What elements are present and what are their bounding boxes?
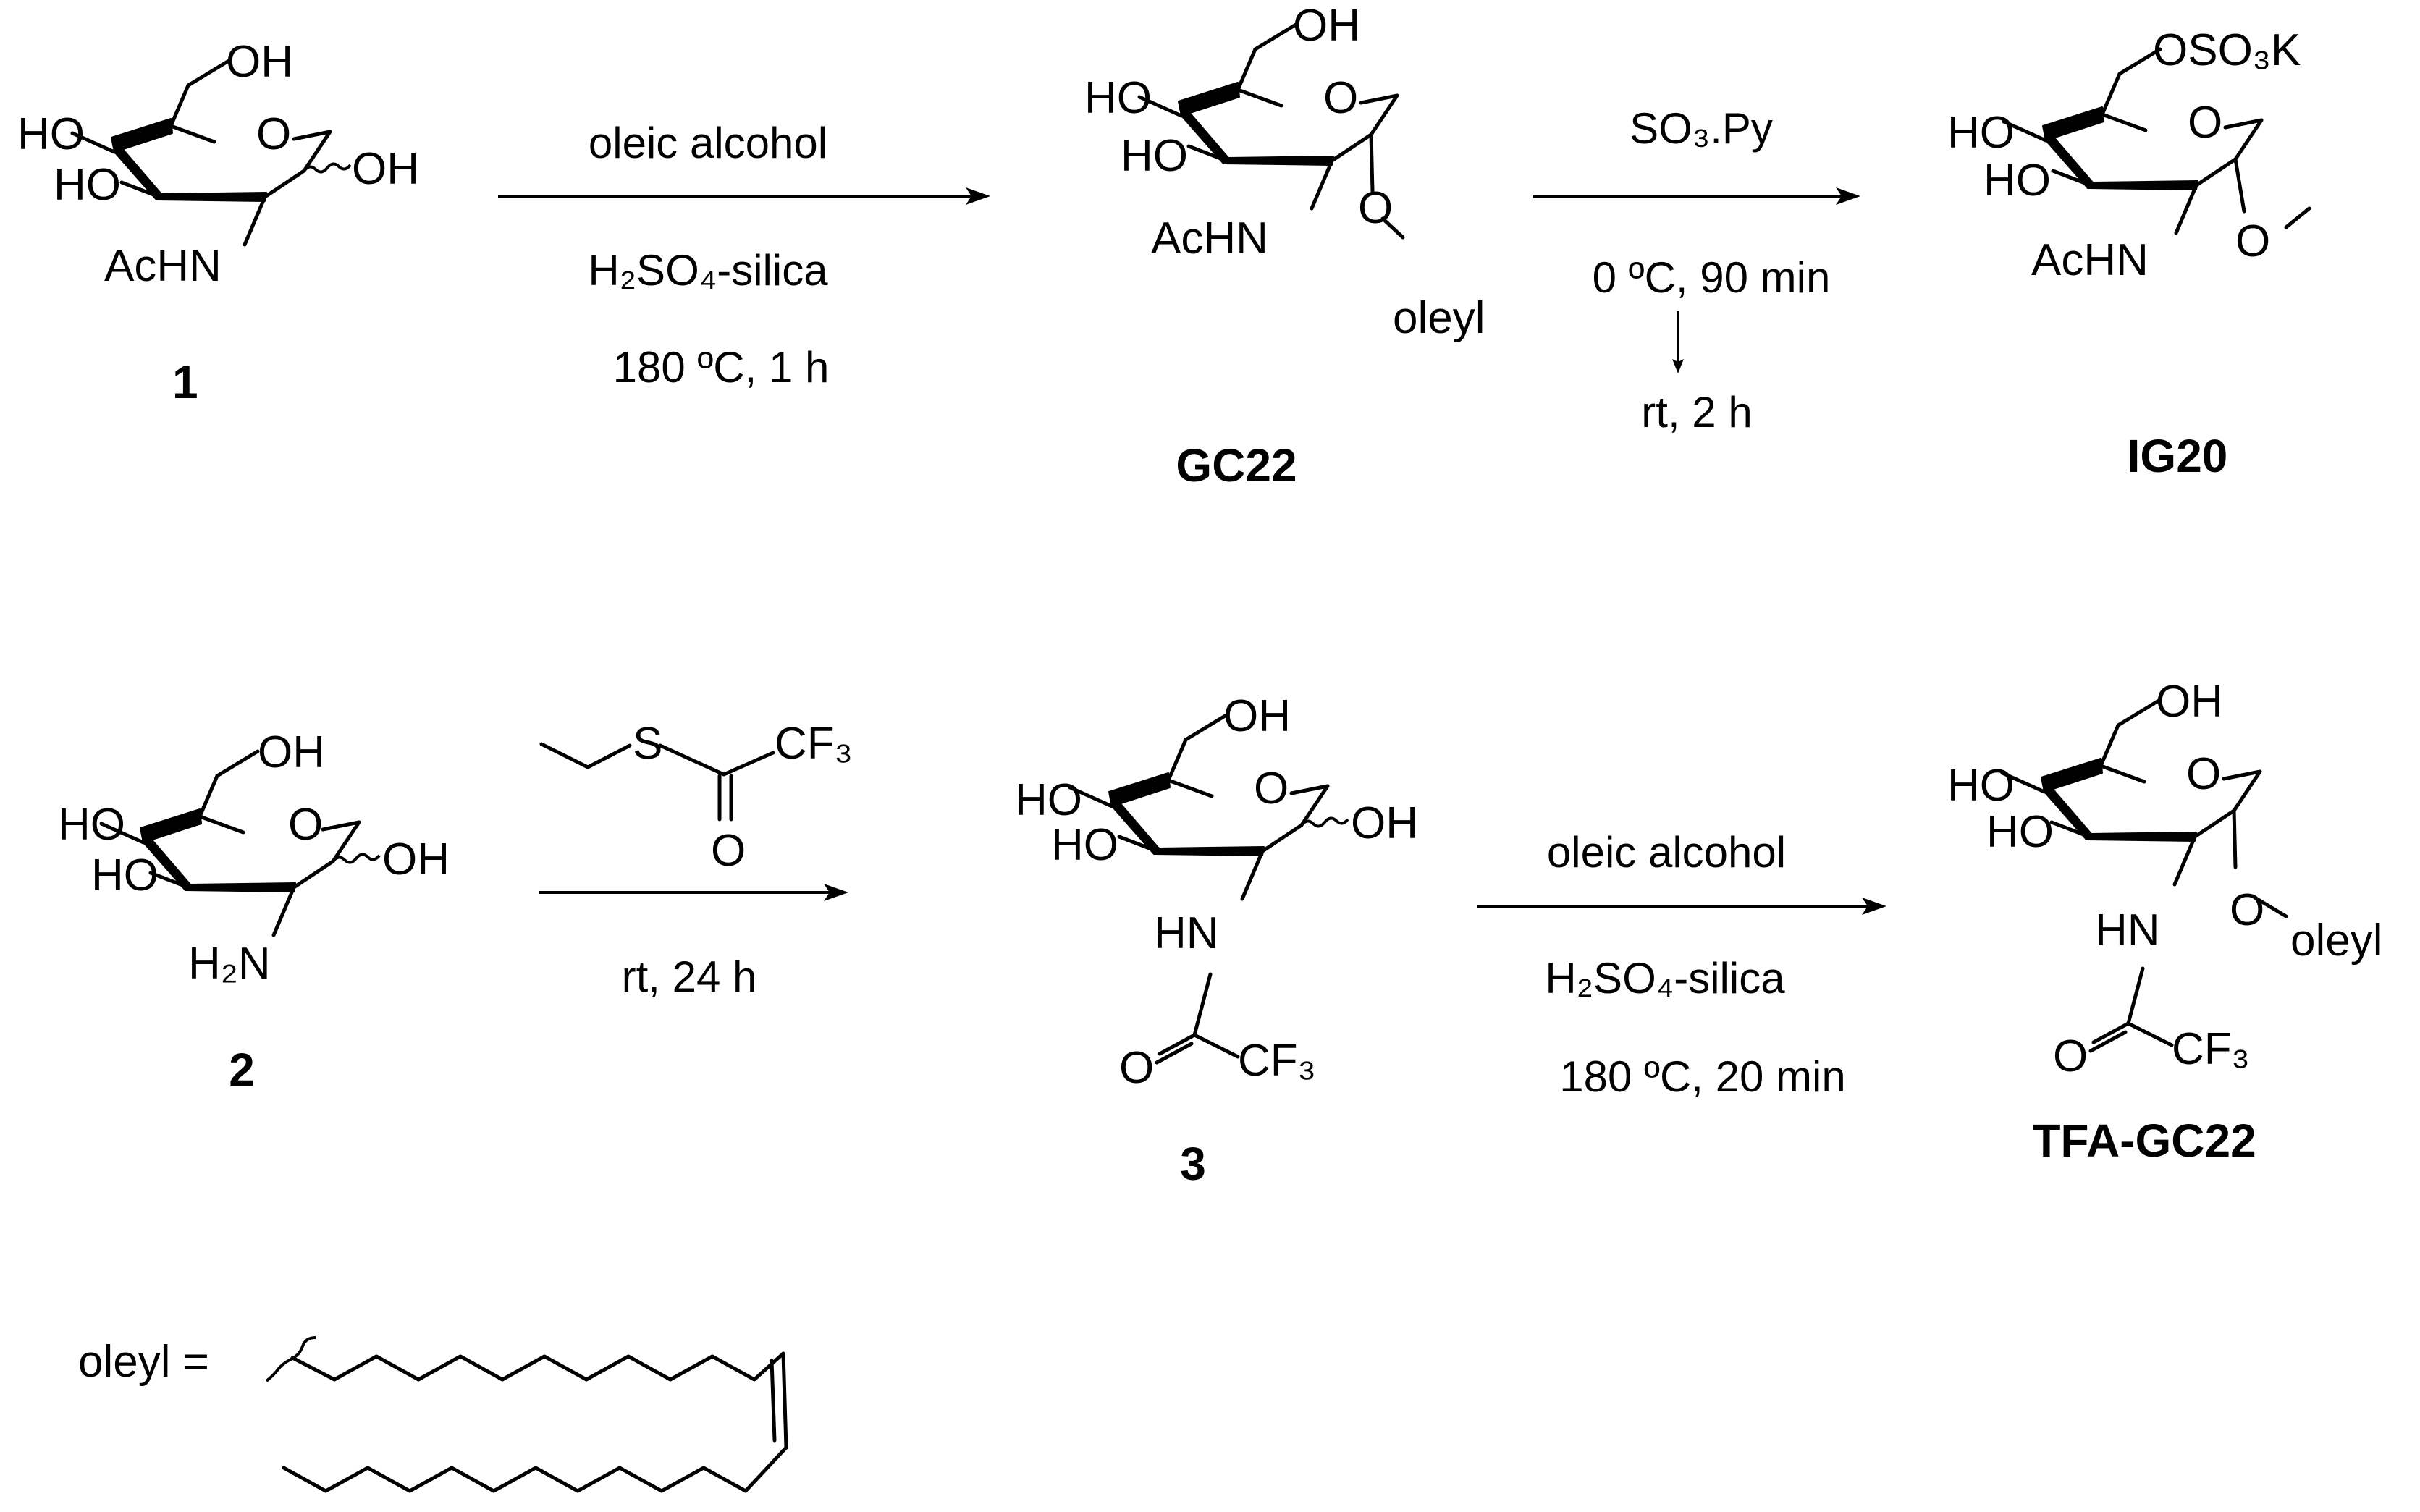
step1-catalyst: H₂SO₄-silica [588,246,828,295]
label-oh: OH [1293,1,1360,51]
label-oh: OH [2156,677,2223,727]
step4-reagent: oleic alcohol [1547,828,1786,877]
label-achn: AcHN [104,241,222,291]
label-oh: OH [352,144,419,194]
label-oh: OH [258,727,325,777]
label-ring-o: O [288,800,323,850]
step4-catalyst: H₂SO₄-silica [1545,954,1785,1002]
oleyl-definition-label: oleyl = [78,1337,209,1387]
label-oso3k: OSO₃K [2153,25,2301,75]
label-ho: HO [17,109,85,159]
compound-2-label: 2 [229,1044,255,1096]
step1-conditions: 180 ºC, 1 h [613,343,830,392]
label-ho: HO [1051,820,1118,870]
label-hn: HN [1154,908,1219,958]
label-o: O [711,826,746,876]
compound-ig20-structure: OSO₃K O HO HO O AcHN [1947,25,2311,285]
label-ring-o: O [1323,73,1358,123]
label-ho: HO [58,800,125,850]
reaction-arrow-1 [498,187,990,205]
compound-3-structure: OH O HO HO OH HN O CF₃ [1015,691,1418,1093]
label-ho: HO [91,850,159,900]
label-achn: AcHN [2031,235,2149,285]
step4-conditions: 180 ºC, 20 min [1559,1052,1845,1101]
compound-tfa-gc22-label: TFA-GC22 [2032,1115,2256,1167]
label-ring-o: O [2186,749,2221,799]
step2-reagent: SO₃.Py [1630,104,1773,153]
label-oh: OH [1351,798,1418,848]
label-ring-o: O [1254,764,1289,814]
label-o: O [2230,885,2264,935]
label-o: O [2053,1031,2088,1081]
label-s: S [633,719,662,769]
compound-3-label: 3 [1180,1138,1206,1190]
label-o: O [1119,1043,1154,1093]
compound-2-structure: OH O HO HO OH H₂N [58,727,450,989]
label-cf3: CF₃ [2172,1024,2250,1074]
label-ho: HO [1121,131,1188,181]
label-oleyl: oleyl [2290,916,2383,966]
label-ho: HO [1947,761,2015,811]
label-ho: HO [1084,73,1152,123]
compound-tfa-gc22-structure: OH O HO HO O oleyl HN O CF₃ [1947,677,2383,1081]
label-ring-o: O [2188,98,2222,148]
step2-conditions2: rt, 2 h [1641,388,1752,436]
label-cf3: CF₃ [775,719,853,769]
label-ho: HO [1986,807,2054,857]
label-hn: HN [2095,905,2160,955]
step3-conditions: rt, 24 h [622,953,757,1001]
step1-reagent: oleic alcohol [589,119,827,167]
label-ho: HO [1015,775,1082,825]
label-ho: HO [1947,108,2015,158]
compound-ig20-label: IG20 [2128,430,2228,482]
oleyl-chain-structure [265,1336,788,1493]
compound-1-structure: OH O HO HO OH AcHN [17,37,419,291]
label-oh: OH [1223,691,1291,741]
label-oleyl-gc22: oleyl [1393,293,1485,343]
label-ho: HO [54,160,121,210]
reaction-arrow-2 [1533,187,1860,205]
label-ho: HO [1983,156,2051,206]
label-o: O [1358,183,1393,233]
label-oh: OH [382,835,450,884]
label-cf3: CF₃ [1238,1036,1316,1086]
label-achn: AcHN [1151,214,1268,263]
reaction-arrow-3 [539,884,848,901]
compound-gc22-label: GC22 [1176,439,1297,491]
step2-conditions1: 0 ºC, 90 min [1593,253,1831,302]
step2-sequence-arrow [1672,311,1684,373]
label-oh: OH [226,37,293,87]
label-h2n: H₂N [188,939,271,989]
reaction-arrow-4 [1477,898,1886,915]
label-o: O [2235,216,2270,266]
label-ring-o: O [256,109,291,159]
reagent-ethyl-trifluorothioacetate: S CF₃ O [539,719,853,876]
compound-1-label: 1 [172,356,198,408]
compound-gc22-structure: OH O HO HO O AcHN [1084,1,1405,263]
